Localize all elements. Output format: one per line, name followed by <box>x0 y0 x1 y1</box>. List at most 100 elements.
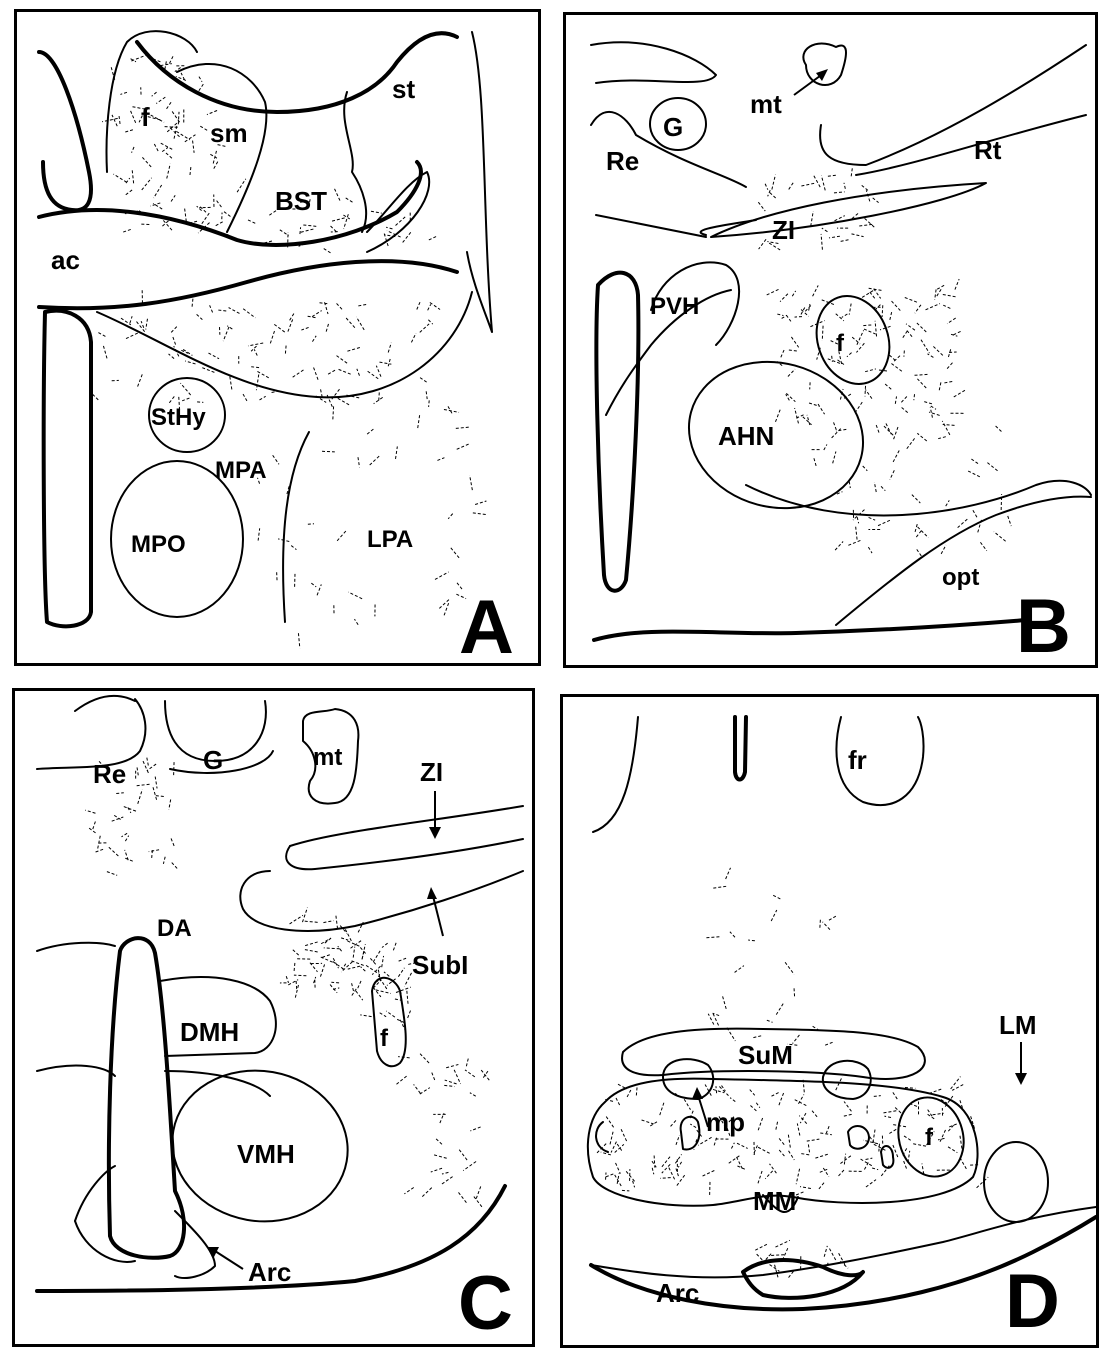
fiber-stroke <box>822 1167 830 1177</box>
fiber-stroke <box>946 362 953 370</box>
fiber-stroke <box>775 1002 785 1015</box>
fiber-stroke <box>170 326 178 334</box>
fiber-stroke <box>155 96 166 104</box>
fiber-stroke <box>712 885 727 889</box>
fiber-stroke <box>954 278 960 290</box>
fiber-stroke <box>785 392 796 403</box>
fiber-stroke <box>864 385 867 397</box>
fiber-stroke <box>806 414 811 426</box>
fiber-stroke <box>725 867 731 880</box>
panel-d-fibers <box>595 867 989 1278</box>
fiber-stroke <box>914 524 918 534</box>
fiber-stroke <box>768 1254 785 1257</box>
fiber-stroke <box>332 406 335 422</box>
fiber-stroke <box>905 323 916 331</box>
fiber-stroke <box>873 288 882 299</box>
fiber-stroke <box>820 175 826 191</box>
fiber-stroke <box>272 454 280 465</box>
fiber-stroke <box>799 1186 811 1190</box>
fiber-stroke <box>162 856 166 865</box>
fiber-stroke <box>790 336 800 348</box>
fiber-stroke <box>831 355 833 362</box>
fiber-stroke <box>784 961 795 975</box>
fiber-stroke <box>903 1160 908 1171</box>
fiber-stroke <box>295 980 298 989</box>
fiber-stroke <box>151 850 153 858</box>
fiber-stroke <box>379 361 392 365</box>
fiber-stroke <box>191 295 194 307</box>
fiber-stroke <box>359 947 367 955</box>
fiber-stroke <box>767 241 779 244</box>
panel-c-fibers <box>85 755 490 1208</box>
fiber-stroke <box>707 1013 715 1025</box>
fiber-stroke <box>308 198 311 208</box>
fiber-stroke <box>122 228 131 233</box>
fiber-stroke <box>435 1138 444 1146</box>
fiber-stroke <box>649 1121 658 1127</box>
fiber-stroke <box>337 945 343 952</box>
fiber-stroke <box>959 1135 963 1149</box>
fiber-stroke <box>670 1118 678 1127</box>
fiber-stroke <box>675 1167 679 1177</box>
fiber-stroke <box>123 806 138 813</box>
fiber-stroke <box>395 446 398 459</box>
fiber-stroke <box>812 456 817 467</box>
fiber-stroke <box>817 403 825 415</box>
fiber-stroke <box>176 130 191 141</box>
fiber-stroke <box>286 485 290 495</box>
fiber-stroke <box>301 907 308 923</box>
fiber-stroke <box>947 1123 957 1128</box>
fiber-stroke <box>799 1112 807 1124</box>
fiber-stroke <box>674 1154 682 1164</box>
fiber-stroke <box>875 424 880 433</box>
label-g: G <box>203 745 223 775</box>
panel-letter-a: A <box>459 585 514 663</box>
fiber-stroke <box>222 326 230 342</box>
fiber-stroke <box>917 526 929 539</box>
fiber-stroke <box>212 150 217 164</box>
label-opt: opt <box>942 564 979 591</box>
fiber-stroke <box>397 967 405 977</box>
fiber-stroke <box>369 455 380 466</box>
fiber-stroke <box>883 425 895 437</box>
fiber-stroke <box>323 248 333 255</box>
fiber-stroke <box>774 1264 779 1278</box>
fiber-stroke <box>95 848 106 853</box>
fiber-stroke <box>323 937 332 945</box>
fiber-stroke <box>269 330 276 344</box>
fiber-stroke <box>610 1141 617 1153</box>
fiber-stroke <box>726 1027 736 1042</box>
fiber-stroke <box>332 958 339 969</box>
fiber-stroke <box>661 1156 671 1168</box>
fiber-stroke <box>287 318 294 332</box>
fiber-stroke <box>387 342 392 353</box>
panel-d-drawing: fr SuM mp f LM MM Arc D <box>586 715 1096 1344</box>
fiber-stroke <box>757 1170 763 1184</box>
fiber-stroke <box>343 214 351 220</box>
fiber-stroke <box>757 1146 770 1154</box>
fiber-stroke <box>812 1025 819 1031</box>
fiber-stroke <box>935 284 945 291</box>
fiber-stroke <box>482 1070 489 1078</box>
fiber-stroke <box>425 391 428 400</box>
fiber-stroke <box>825 1126 830 1134</box>
fiber-stroke <box>748 1103 757 1112</box>
fiber-stroke <box>947 347 952 358</box>
label-mt: mt <box>313 744 342 771</box>
fiber-stroke <box>344 929 353 943</box>
fiber-stroke <box>329 984 338 994</box>
fiber-stroke <box>818 1181 826 1190</box>
fiber-stroke <box>132 106 145 110</box>
fiber-stroke <box>250 345 257 352</box>
fiber-stroke <box>616 1173 620 1184</box>
panel-a-outlines <box>37 30 493 629</box>
label-vmh: VMH <box>237 1139 295 1169</box>
fiber-stroke <box>111 816 124 822</box>
fiber-stroke <box>932 1112 944 1116</box>
fiber-stroke <box>383 233 389 247</box>
fiber-stroke <box>856 516 860 524</box>
fiber-stroke <box>145 115 161 121</box>
fiber-stroke <box>848 539 862 546</box>
subi-arrowhead-icon <box>427 887 437 899</box>
fiber-stroke <box>769 1092 779 1098</box>
